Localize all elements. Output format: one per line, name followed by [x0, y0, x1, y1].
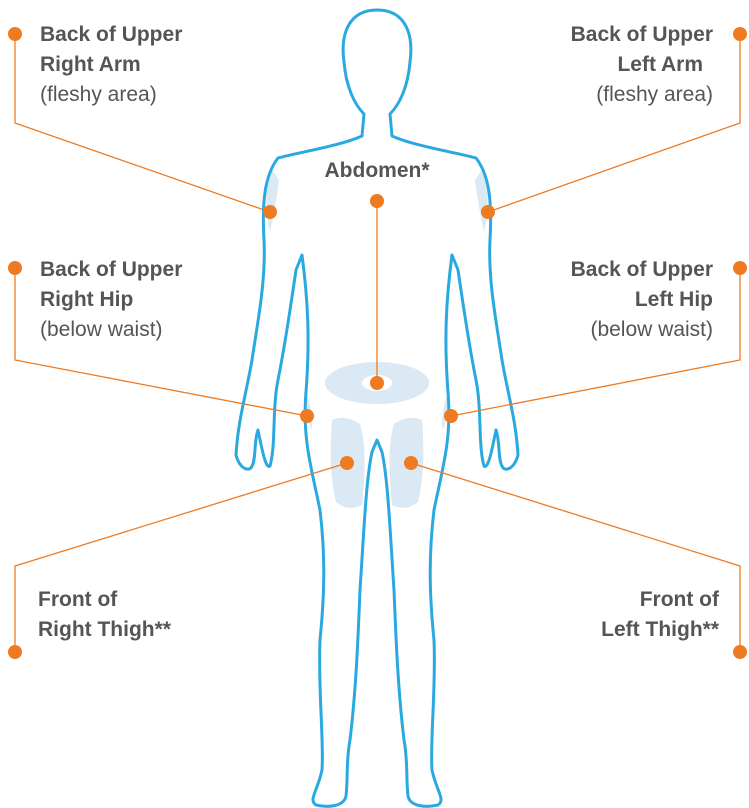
body-outline — [236, 10, 518, 806]
abdomen-label-dot — [370, 194, 384, 208]
abdomen-label: Abdomen* — [297, 156, 457, 186]
right-arm-title-1: Back of Upper — [40, 20, 182, 50]
left-arm-title-2: Left Arm — [571, 50, 713, 80]
abdomen-title: Abdomen* — [297, 156, 457, 186]
left-thigh-label-dot — [733, 645, 747, 659]
left-thigh-title-2: Left Thigh** — [601, 615, 719, 645]
left-arm-site-dot — [481, 205, 495, 219]
right-hip-title-2: Right Hip — [40, 285, 182, 315]
right-hip-note: (below waist) — [40, 315, 182, 345]
left-arm-note: (fleshy area) — [571, 80, 713, 110]
right-arm-note: (fleshy area) — [40, 80, 182, 110]
right-arm-label-dot — [8, 27, 22, 41]
right-thigh-title-2: Right Thigh** — [38, 615, 171, 645]
right-thigh-label-dot — [8, 645, 22, 659]
right-thigh-title-1: Front of — [38, 585, 171, 615]
right-hip-label: Back of Upper Right Hip (below waist) — [40, 255, 182, 345]
left-arm-label: Back of Upper Left Arm (fleshy area) — [571, 20, 713, 110]
right-thigh-site-dot — [340, 456, 354, 470]
right-hip-site-dot — [300, 409, 314, 423]
left-arm-title-1: Back of Upper — [571, 20, 713, 50]
right-arm-label: Back of Upper Right Arm (fleshy area) — [40, 20, 182, 110]
right-arm-title-2: Right Arm — [40, 50, 182, 80]
left-thigh-site-dot — [404, 456, 418, 470]
left-hip-note: (below waist) — [571, 315, 713, 345]
left-hip-label-dot — [733, 261, 747, 275]
right-thigh-label: Front of Right Thigh** — [38, 585, 171, 645]
left-arm-label-dot — [733, 27, 747, 41]
right-hip-label-dot — [8, 261, 22, 275]
right-arm-site-dot — [263, 205, 277, 219]
left-hip-site-dot — [444, 409, 458, 423]
left-thigh-title-1: Front of — [601, 585, 719, 615]
left-thigh-label: Front of Left Thigh** — [601, 585, 719, 645]
left-hip-title-2: Left Hip — [571, 285, 713, 315]
left-hip-title-1: Back of Upper — [571, 255, 713, 285]
right-hip-title-1: Back of Upper — [40, 255, 182, 285]
left-hip-label: Back of Upper Left Hip (below waist) — [571, 255, 713, 345]
abdomen-site-dot — [370, 376, 384, 390]
